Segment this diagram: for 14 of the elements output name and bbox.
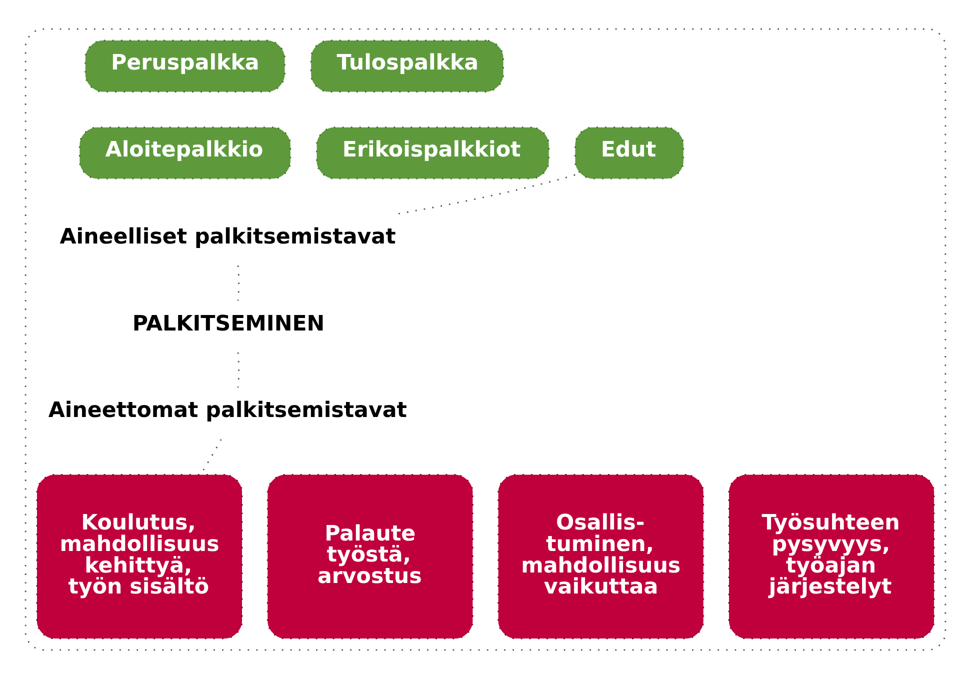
node-text: PALKITSEMINEN [132, 311, 325, 336]
node-box: Tulospalkka [310, 40, 504, 92]
node-box: Peruspalkka [84, 40, 286, 92]
node-text: Aineelliset palkitsemistavat [60, 224, 396, 250]
node-box: Koulutus, mahdollisuus kehittyä, työn sisältö [36, 474, 243, 640]
node-box: Aloitepalkkio [78, 126, 292, 180]
node-box: Palaute työstä, arvostus [266, 474, 474, 640]
node-box: Työsuhteen pysyvyys, työajan järjestelyt [728, 474, 935, 640]
connector [396, 174, 576, 215]
node-box: Erikoispalkkiot [316, 126, 550, 180]
node-text: Aineettomat palkitsemistavat [48, 398, 407, 424]
node-box: Edut [574, 126, 684, 180]
node-box: Osallis- tuminen, mahdollisuus vaikuttaa [498, 474, 704, 640]
cluster [24, 28, 946, 651]
